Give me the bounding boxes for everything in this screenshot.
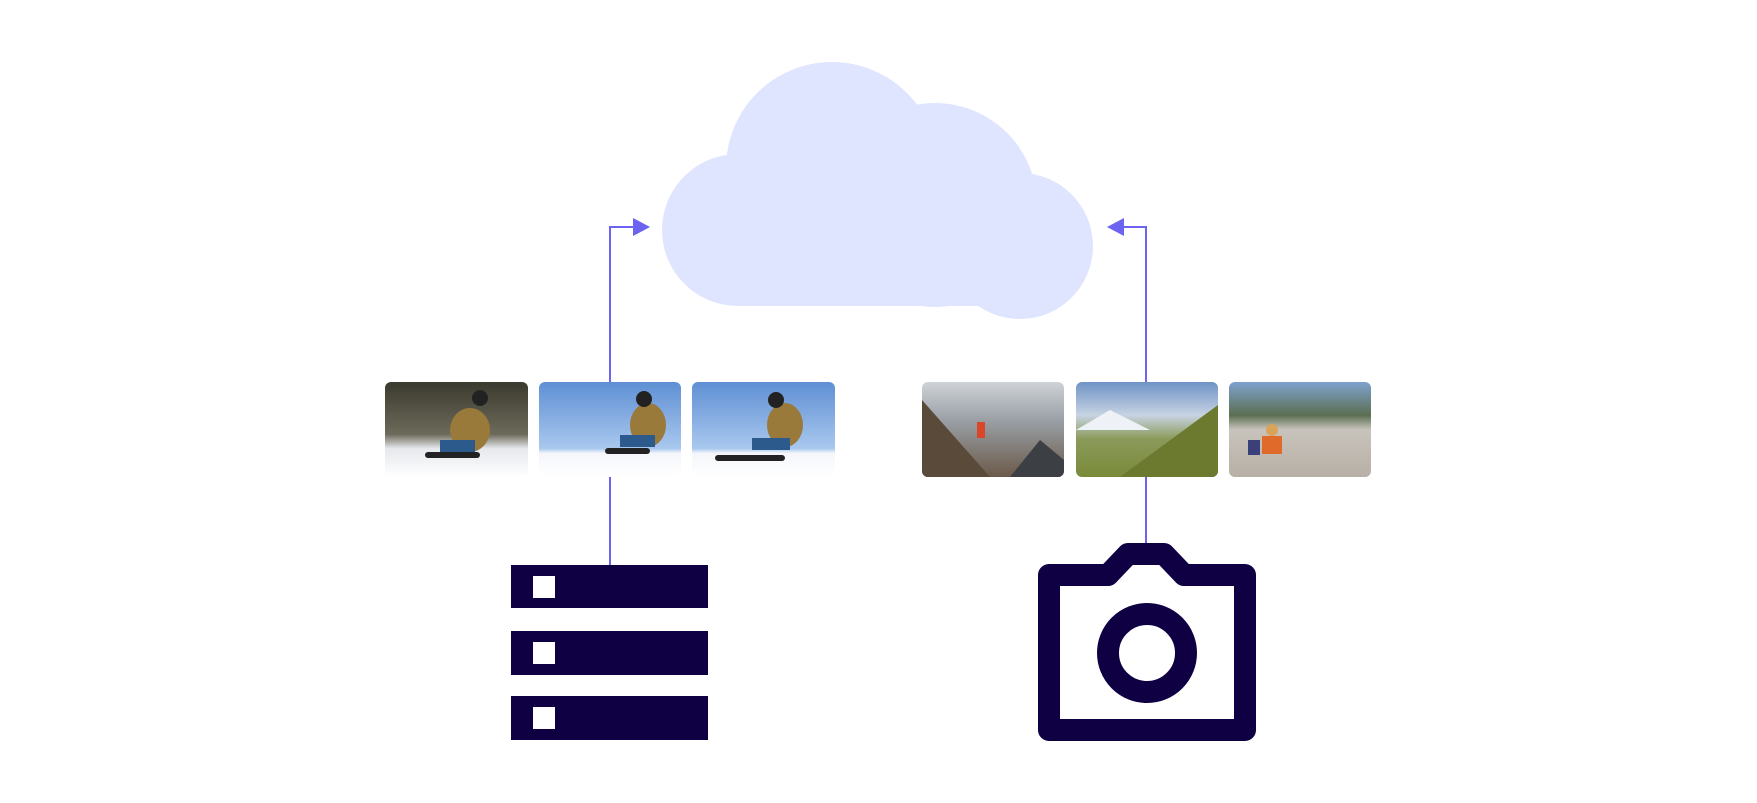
photo-mountain-2[interactable] (1076, 382, 1218, 477)
camera-icon (1038, 543, 1256, 741)
arrowhead-left (633, 218, 650, 236)
arrow-server-to-cloud (609, 226, 634, 565)
photo-snowboard-2[interactable] (539, 382, 681, 477)
photo-mountain-1[interactable] (922, 382, 1064, 477)
photo-mountain-3[interactable] (1229, 382, 1371, 477)
arrowhead-right (1107, 218, 1124, 236)
server-icon (511, 565, 708, 740)
arrow-camera-to-cloud (1122, 226, 1147, 543)
cloud-icon (662, 62, 1093, 319)
photo-snowboard-3[interactable] (692, 382, 835, 477)
photo-snowboard-1[interactable] (385, 382, 528, 477)
